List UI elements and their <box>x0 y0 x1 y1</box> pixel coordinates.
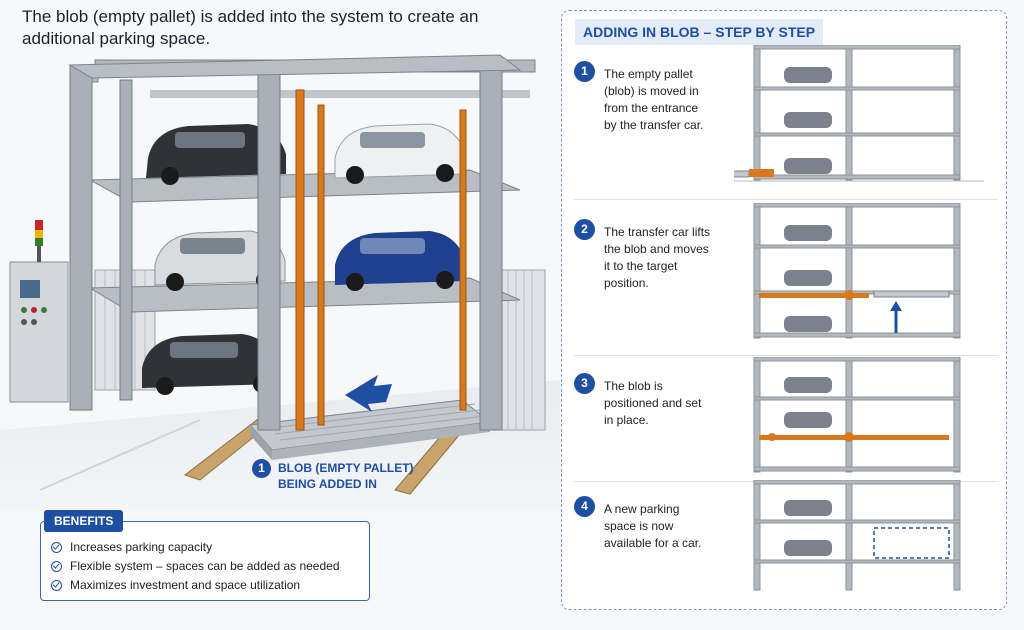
callout-text: BLOB (EMPTY PALLET) BEING ADDED IN <box>278 461 414 491</box>
benefits-title: BENEFITS <box>44 510 124 532</box>
step-text: The empty pallet (blob) is moved in from… <box>604 67 704 132</box>
check-circle-icon <box>51 541 62 553</box>
benefit-item: Flexible system – spaces can be added as… <box>51 557 340 575</box>
benefit-item: Maximizes investment and space utilizati… <box>51 576 300 594</box>
blob-callout: 1 BLOB (EMPTY PALLET) BEING ADDED IN <box>252 459 452 495</box>
step-text: The transfer car lifts the blob and move… <box>604 225 711 290</box>
step-3: 3 The blob is positioned and set in plac… <box>574 357 1004 498</box>
blob-pallet <box>248 399 492 460</box>
step-text: A new parking space is now available for… <box>604 502 702 550</box>
step-2: 2 The transfer car lifts the blob and mo… <box>574 203 1004 359</box>
step-3-diagram <box>753 357 961 473</box>
car-middle-right <box>335 231 465 291</box>
step-number: 2 <box>574 219 595 240</box>
parking-structure-illustration <box>0 54 560 510</box>
step-number: 3 <box>574 373 595 394</box>
step-number: 4 <box>574 496 595 517</box>
panel-title: ADDING IN BLOB – STEP BY STEP <box>575 19 824 45</box>
car-top-right <box>334 123 466 184</box>
new-space-outline <box>873 527 950 559</box>
step-text: The blob is positioned and set in place. <box>604 379 702 427</box>
step-4: 4 A new parking space is now available f… <box>574 480 1004 606</box>
arrow-icon <box>890 301 902 311</box>
step-number: 1 <box>574 61 595 82</box>
step-1: 1 The empty pallet (blob) is moved in fr… <box>574 45 1004 201</box>
check-circle-icon <box>51 560 62 572</box>
benefits-box: BENEFITS Increases parking capacity Flex… <box>40 510 370 601</box>
car-bottom-left <box>142 334 278 395</box>
step-4-diagram <box>753 480 961 591</box>
benefit-item: Increases parking capacity <box>51 538 212 556</box>
control-cabinet <box>9 220 69 403</box>
step-by-step-panel: ADDING IN BLOB – STEP BY STEP 1 The empt… <box>561 10 1007 610</box>
arrow-icon <box>345 375 392 412</box>
headline: The blob (empty pallet) is added into th… <box>22 7 479 48</box>
step-1-diagram <box>734 45 984 182</box>
check-circle-icon <box>51 579 62 591</box>
callout-number: 1 <box>252 459 271 478</box>
step-2-diagram <box>753 203 961 339</box>
